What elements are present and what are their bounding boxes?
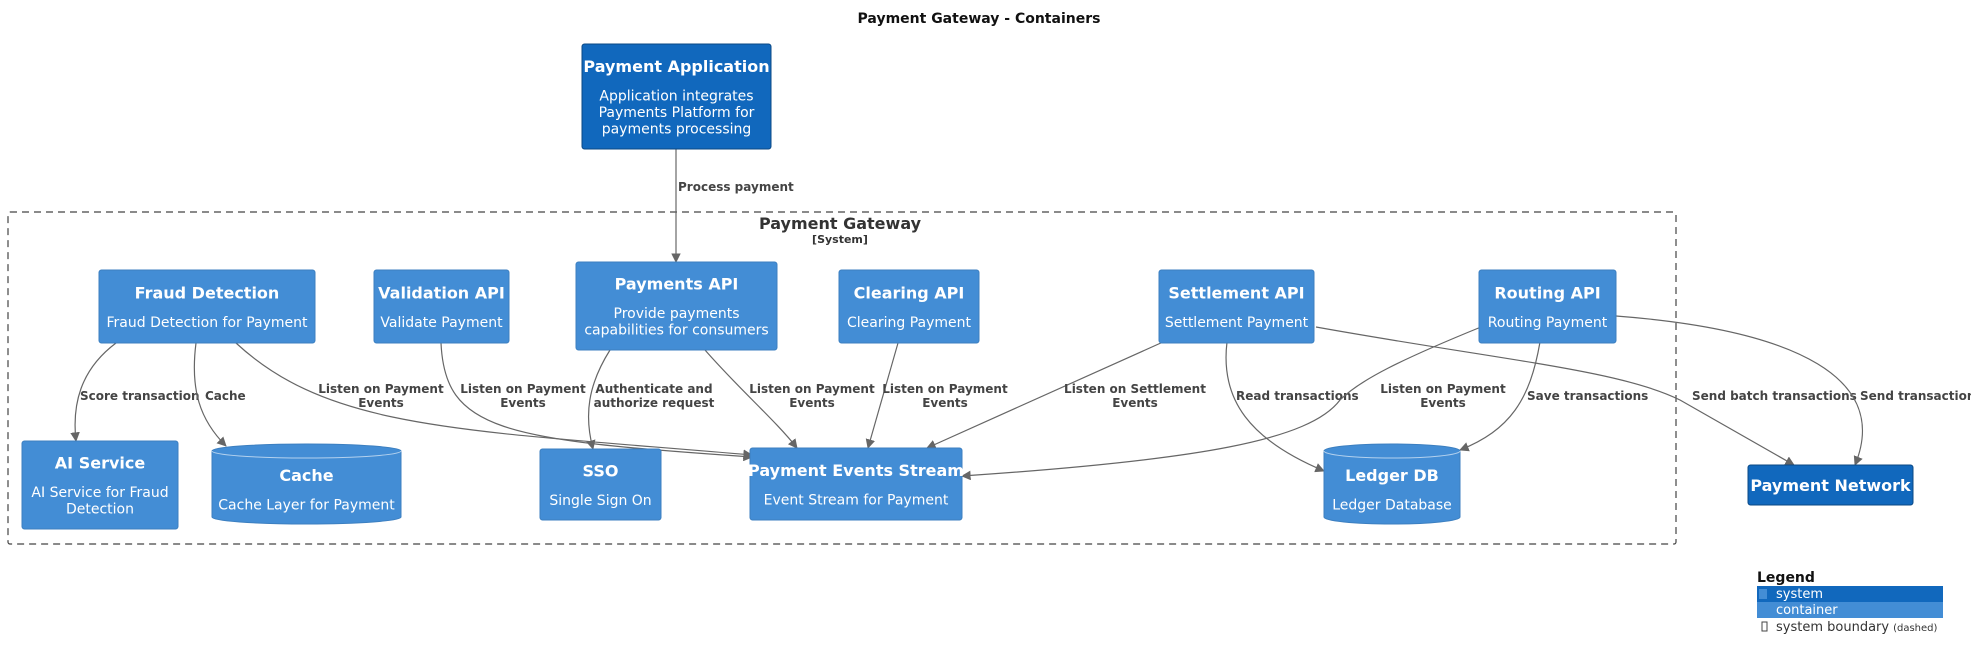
- legend-label-container: container: [1776, 603, 1838, 618]
- edge-score-transaction: Score transaction: [70, 342, 200, 442]
- system-boundary: [7, 211, 1677, 545]
- ledger-db-rim: [1323, 450, 1461, 459]
- edge-label: Score transaction: [80, 389, 200, 403]
- fraud-detection-title: Fraud Detection: [135, 283, 280, 302]
- cache-shape: [211, 443, 402, 525]
- legend: Legend system container system boundary(…: [1757, 570, 1943, 635]
- payment-network-shape: [1747, 464, 1914, 506]
- cache-title: Cache: [279, 466, 333, 485]
- payment-network-title: Payment Network: [1750, 476, 1911, 495]
- cache-description: Cache Layer for Payment: [218, 497, 395, 513]
- node-ledger-db[interactable]: Ledger DB Ledger Database: [1323, 443, 1461, 525]
- sso-description: Single Sign On: [549, 493, 651, 509]
- legend-marker-system: [1759, 589, 1767, 599]
- fraud-detection-shape: [98, 269, 316, 344]
- node-settlement-api[interactable]: Settlement API Settlement Payment: [1158, 269, 1315, 344]
- sso-title: SSO: [583, 461, 619, 480]
- legend-title: Legend: [1757, 570, 1815, 586]
- payment-application-title: Payment Application: [583, 57, 769, 76]
- legend-swatch-system: [1757, 586, 1943, 602]
- legend-swatch-container: [1757, 602, 1943, 618]
- routing-api-shape: [1478, 269, 1617, 344]
- node-payments-api[interactable]: Payments API Provide paymentscapabilities…: [575, 261, 778, 351]
- clearing-api-shape: [838, 269, 980, 344]
- clearing-api-description: Clearing Payment: [847, 315, 972, 331]
- settlement-api-title: Settlement API: [1168, 283, 1304, 302]
- ai-service-description: AI Service for Fraud: [31, 485, 168, 501]
- node-validation-api[interactable]: Validation API Validate Payment: [373, 269, 510, 344]
- ledger-db-title: Ledger DB: [1345, 466, 1439, 485]
- payments-api-title: Payments API: [615, 275, 739, 294]
- edge-read-transactions: Read transactions: [1225, 341, 1359, 473]
- payments-api-shape: [575, 261, 778, 351]
- ledger-db-description: Ledger Database: [1332, 497, 1452, 513]
- validation-api-shape: [373, 269, 510, 344]
- payment-application-shape: [581, 43, 772, 150]
- edge-label: Process payment: [678, 180, 794, 194]
- sso-shape: [539, 448, 662, 521]
- legend-label-boundary: system boundary(dashed): [1776, 620, 1938, 635]
- edge-send-transaction: Send transaction: [1615, 315, 1971, 466]
- legend-label-system: system: [1776, 587, 1823, 602]
- boundary-subtitle: [System]: [812, 233, 868, 246]
- legend-marker-boundary: [1761, 621, 1768, 632]
- validation-api-description: Validate Payment: [380, 315, 503, 331]
- payments-api-description: capabilities for consumers: [584, 323, 768, 339]
- payments-api-description: Provide payments: [614, 306, 740, 322]
- cache-rim: [211, 450, 402, 459]
- ai-service-title: AI Service: [55, 454, 146, 473]
- edge-cache: Cache: [193, 342, 246, 447]
- edge-send-batch: Send batch transactions: [1315, 326, 1857, 466]
- edge-label: Send batch transactions: [1692, 389, 1857, 403]
- edge-label: Send transaction: [1860, 389, 1971, 403]
- validation-api-title: Validation API: [378, 283, 505, 302]
- routing-api-description: Routing Payment: [1488, 315, 1608, 331]
- payment-events-stream-title: Payment Events Stream: [748, 461, 964, 480]
- settlement-api-shape: [1158, 269, 1315, 344]
- payment-application-description: Payments Platform for: [599, 105, 755, 121]
- ledger-db-shape: [1323, 443, 1461, 525]
- fraud-detection-description: Fraud Detection for Payment: [106, 315, 308, 331]
- node-routing-api[interactable]: Routing API Routing Payment: [1478, 269, 1617, 344]
- diagram-title: Payment Gateway - Containers: [858, 11, 1101, 27]
- edge-process-payment: Process payment: [671, 148, 794, 263]
- node-payment-network[interactable]: Payment Network: [1747, 464, 1914, 506]
- edge-label: Read transactions: [1236, 389, 1359, 403]
- payment-events-stream-shape: [749, 447, 963, 521]
- node-clearing-api[interactable]: Clearing API Clearing Payment: [838, 269, 980, 344]
- edge-label: Cache: [205, 389, 246, 403]
- boundary-title: Payment Gateway: [759, 214, 922, 233]
- clearing-api-title: Clearing API: [854, 283, 965, 302]
- payment-application-description: payments processing: [602, 121, 752, 137]
- node-sso[interactable]: SSO Single Sign On: [539, 448, 662, 521]
- routing-api-title: Routing API: [1494, 283, 1600, 302]
- payment-events-stream-description: Event Stream for Payment: [764, 492, 949, 508]
- payment-application-description: Application integrates: [599, 88, 753, 104]
- settlement-api-description: Settlement Payment: [1165, 315, 1309, 331]
- ai-service-description: Detection: [66, 502, 134, 518]
- edge-label: Save transactions: [1527, 389, 1648, 403]
- edge-save-transactions: Save transactions: [1459, 341, 1648, 452]
- ai-service-shape: [21, 440, 179, 530]
